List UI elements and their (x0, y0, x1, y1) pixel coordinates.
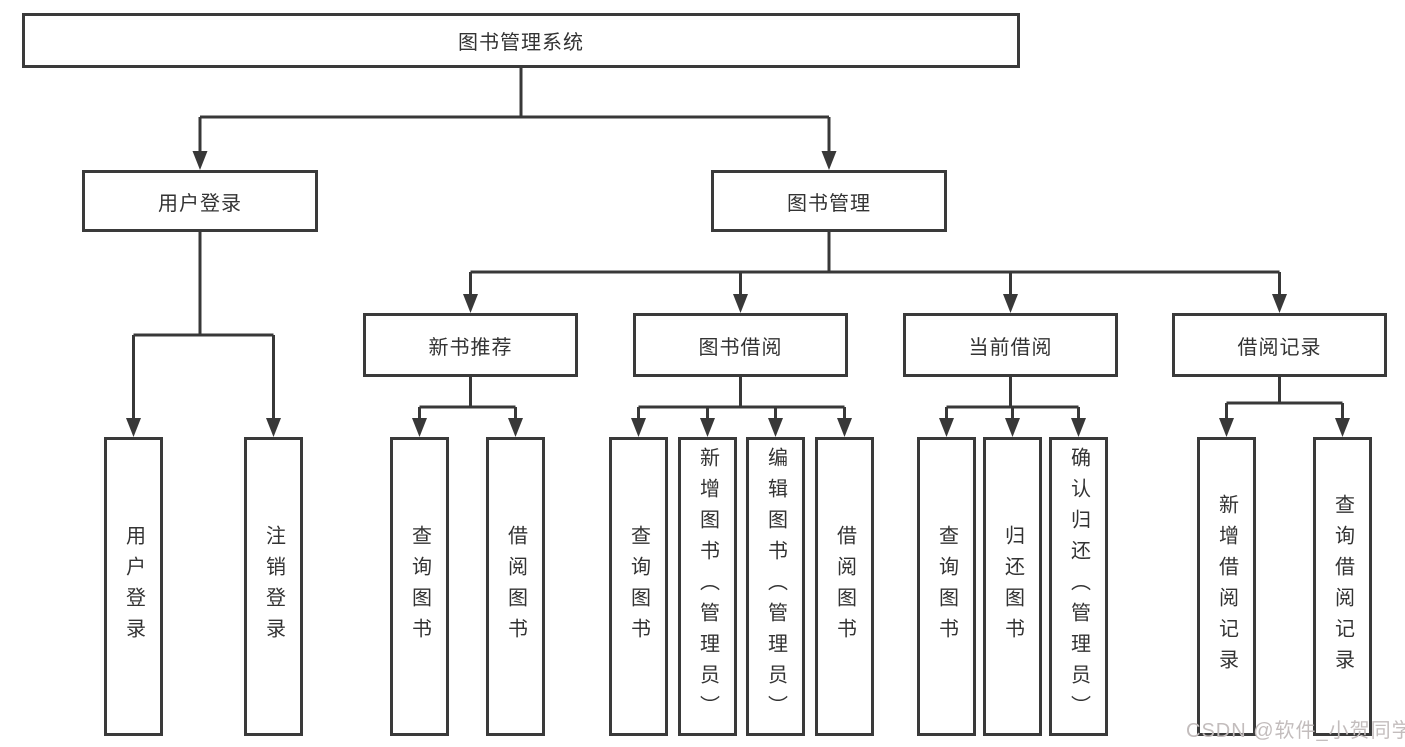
node-borrow-records-label: 借阅记录 (1237, 336, 1322, 359)
connector-book-borrow (637, 377, 846, 419)
node-current-borrow-label: 当前借阅 (968, 336, 1053, 359)
arrow-down-icon (126, 418, 141, 437)
arrowheads (126, 151, 1350, 437)
leaf-edit-book-admin-label: 编辑图书（管理员） (764, 447, 787, 726)
leaf-return-book: 归还图书 (983, 437, 1042, 736)
leaf-borrow-books-recommend: 借阅图书 (486, 437, 545, 736)
connector-user-login (132, 232, 275, 419)
arrow-down-icon (1272, 294, 1287, 313)
leaf-query-books-borrow-label: 查询图书 (627, 524, 650, 649)
leaf-add-book-admin-label: 新增图书（管理员） (696, 447, 719, 726)
node-root-label: 图书管理系统 (458, 32, 584, 54)
node-current-borrow: 当前借阅 (903, 313, 1118, 377)
arrow-down-icon (192, 151, 208, 170)
node-book-management-label: 图书管理 (787, 192, 871, 215)
node-borrow-records: 借阅记录 (1172, 313, 1387, 377)
node-book-borrow: 图书借阅 (633, 313, 848, 377)
leaf-add-borrow-record: 新增借阅记录 (1197, 437, 1256, 736)
connector-new-book-recommend (418, 377, 517, 419)
leaf-confirm-return-admin-label: 确认归还（管理员） (1067, 447, 1090, 726)
arrow-down-icon (733, 294, 748, 313)
leaf-logout-login-label: 注销登录 (262, 524, 285, 649)
node-root: 图书管理系统 (22, 13, 1020, 68)
node-new-book-recommend-label: 新书推荐 (428, 336, 513, 359)
node-user-login: 用户登录 (82, 170, 318, 232)
csdn-watermark: CSDN @软件_小贺同学 (1186, 720, 1405, 742)
arrow-down-icon (508, 418, 523, 437)
arrow-down-icon (837, 418, 852, 437)
leaf-query-books-borrow: 查询图书 (609, 437, 668, 736)
leaf-borrow-books: 借阅图书 (815, 437, 874, 736)
leaf-query-borrow-record-label: 查询借阅记录 (1331, 493, 1354, 680)
arrow-down-icon (1003, 294, 1018, 313)
leaf-user-login: 用户登录 (104, 437, 163, 736)
arrow-down-icon (700, 418, 715, 437)
connector-book-management (469, 232, 1281, 295)
node-new-book-recommend: 新书推荐 (363, 313, 578, 377)
arrow-down-icon (1219, 418, 1234, 437)
arrow-down-icon (412, 418, 427, 437)
node-book-borrow-label: 图书借阅 (698, 336, 783, 359)
arrow-down-icon (1335, 418, 1350, 437)
leaf-edit-book-admin: 编辑图书（管理员） (746, 437, 805, 736)
leaf-borrow-books-recommend-label: 借阅图书 (504, 524, 527, 649)
leaf-user-login-label: 用户登录 (122, 524, 145, 649)
node-user-login-label: 用户登录 (158, 192, 242, 215)
arrow-down-icon (1005, 418, 1020, 437)
leaf-add-borrow-record-label: 新增借阅记录 (1215, 493, 1238, 680)
leaf-confirm-return-admin: 确认归还（管理员） (1049, 437, 1108, 736)
arrow-down-icon (463, 294, 478, 313)
leaf-query-books-current: 查询图书 (917, 437, 976, 736)
arrow-down-icon (768, 418, 783, 437)
leaf-return-book-label: 归还图书 (1001, 524, 1024, 649)
leaf-logout-login: 注销登录 (244, 437, 303, 736)
leaf-query-books-current-label: 查询图书 (935, 524, 958, 649)
connector-current-borrow (945, 377, 1080, 419)
arrow-down-icon (939, 418, 954, 437)
arrow-down-icon (266, 418, 281, 437)
arrow-down-icon (821, 151, 837, 170)
leaf-borrow-books-label: 借阅图书 (833, 524, 856, 649)
node-book-management: 图书管理 (711, 170, 947, 232)
leaf-query-books-recommend-label: 查询图书 (408, 524, 431, 649)
arrow-down-icon (631, 418, 646, 437)
connector-borrow-records (1225, 377, 1344, 419)
leaf-query-borrow-record: 查询借阅记录 (1313, 437, 1372, 736)
connector-root (198, 68, 831, 152)
arrow-down-icon (1071, 418, 1086, 437)
leaf-query-books-recommend: 查询图书 (390, 437, 449, 736)
leaf-add-book-admin: 新增图书（管理员） (678, 437, 737, 736)
